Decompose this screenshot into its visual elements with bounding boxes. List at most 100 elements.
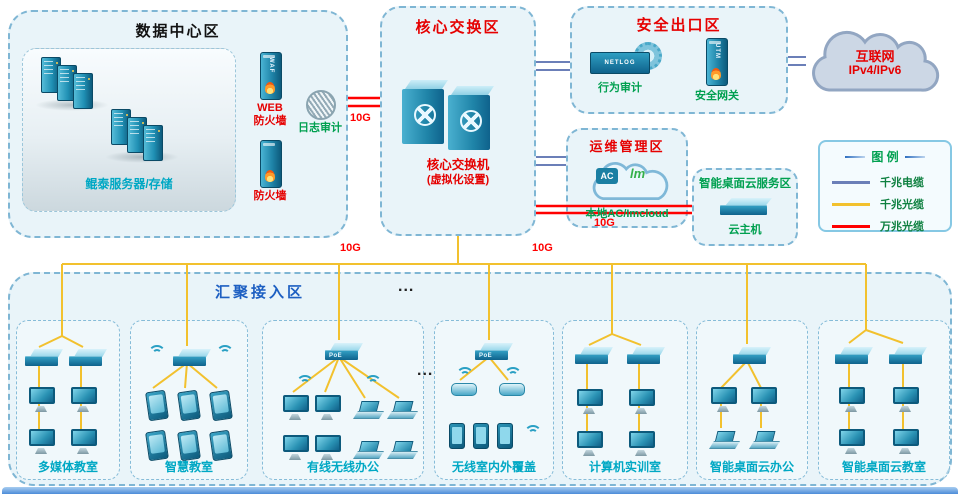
zone-datacenter: 数据中心区 鲲泰服务器/存储 WAF WEB 防火墙 日志审计 防火墙 (8, 10, 348, 238)
monitor-icon (283, 395, 309, 420)
access-point-icon (499, 383, 525, 396)
netlog-text: NETLOG (604, 60, 636, 66)
poe-switch-icon: PoE (325, 343, 363, 360)
zone-security-exit: 安全出口区 NETLOG 行为审计 UTM 安全网关 (570, 6, 788, 114)
access-switch-icon (173, 349, 211, 366)
monitor-icon (577, 389, 603, 414)
monitor-icon (71, 387, 97, 412)
ac-text: AC (600, 171, 614, 181)
core-switch-label-2: (虚拟化设置) (426, 174, 490, 186)
imc-logo-icon: lm (630, 166, 645, 181)
tablet-icon (209, 389, 233, 422)
internet-label-2: IPv4/IPv6 (848, 63, 902, 77)
legend-item-copper: 千兆电缆 (832, 174, 924, 190)
monitor-icon (629, 431, 655, 456)
web-firewall-icon: WAF (260, 52, 282, 100)
monitor-icon (711, 387, 737, 412)
room-label: 多媒体教室 (37, 459, 98, 474)
room-label: 有线无线办公 (306, 459, 379, 474)
room-label: 智慧教室 (164, 459, 213, 474)
wifi-icon (363, 375, 382, 391)
link-speed-tag: 10G (340, 242, 361, 254)
room-computer-training: 计算机实训室 (562, 320, 688, 480)
phone-icon (497, 423, 513, 449)
zone-desktop-title: 智能桌面云服务区 (699, 178, 791, 190)
laptop-icon (709, 431, 739, 449)
phone-icon (473, 423, 489, 449)
poe-switch-icon: PoE (475, 343, 513, 360)
imc-text: lm (630, 166, 646, 181)
legend-item-label: 万兆光缆 (880, 221, 924, 233)
room-desktop-cloud-classroom: 智能桌面云教室 (818, 320, 950, 480)
monitor-icon (751, 387, 777, 412)
room-desktop-cloud-office: 智能桌面云办公 (696, 320, 808, 480)
zone-core-switch: 核心交换区 核心交换机 (虚拟化设置) (380, 6, 536, 236)
web-firewall-label-2: 防火墙 (253, 115, 287, 127)
zone-aggregation-title: 汇聚接入区 (214, 284, 305, 301)
legend-line-sample (832, 224, 870, 228)
monitor-icon (29, 387, 55, 412)
ops-device-label: 本地AC/Imcloud (585, 208, 669, 220)
legend-item-label: 千兆光缆 (880, 199, 924, 211)
room-label: 智能桌面云办公 (709, 459, 794, 474)
link-speed-tag: 10G (594, 217, 615, 229)
legend-line-sample (832, 180, 870, 184)
server-area: 鲲泰服务器/存储 (22, 48, 236, 212)
flame-icon (711, 68, 721, 80)
link-speed-tag: 10G (350, 112, 371, 124)
access-switch-icon (835, 347, 873, 364)
laptop-icon (353, 441, 383, 459)
server-cluster-label: 鲲泰服务器/存储 (85, 177, 173, 191)
laptop-icon (749, 431, 779, 449)
utm-gateway-icon: UTM (706, 38, 728, 86)
zone-ops-title: 运维管理区 (589, 139, 665, 154)
monitor-icon (283, 435, 309, 460)
legend-line-sample (832, 202, 870, 206)
legend-item-fiber-10g: 万兆光缆 (832, 218, 924, 234)
room-wired-wireless-office: PoE 有线无线办公 (262, 320, 424, 480)
tablet-icon (145, 429, 169, 462)
cloud-host-label: 云主机 (728, 224, 762, 236)
tablet-icon (177, 389, 201, 422)
wifi-icon (147, 345, 166, 361)
monitor-icon (893, 429, 919, 454)
tablet-icon (145, 389, 169, 422)
monitor-icon (629, 389, 655, 414)
wifi-icon (295, 375, 314, 391)
access-switch-icon (627, 347, 665, 364)
wifi-icon (523, 425, 542, 441)
tablet-icon (209, 429, 233, 462)
utm-text: UTM (714, 43, 720, 59)
monitor-icon (315, 395, 341, 420)
wifi-icon (215, 345, 234, 361)
zone-desktop-cloud-service: 智能桌面云服务区 云主机 (692, 168, 798, 246)
log-audit-label: 日志审计 (298, 122, 342, 134)
cloud-host-icon (720, 198, 772, 215)
flame-icon (265, 82, 275, 94)
zone-core-title: 核心交换区 (415, 19, 501, 36)
legend: 图 例 千兆电缆 千兆光缆 万兆光缆 (818, 140, 952, 234)
legend-item-label: 千兆电缆 (880, 177, 924, 189)
laptop-icon (387, 441, 417, 459)
bottom-edge (2, 487, 958, 494)
internet-cloud: 互联网 IPv4/IPv6 (794, 20, 956, 106)
monitor-icon (839, 429, 865, 454)
poe-text: PoE (479, 353, 493, 359)
ellipsis-mid: ... (417, 362, 434, 379)
access-point-icon (451, 383, 477, 396)
monitor-icon (29, 429, 55, 454)
zone-security-title: 安全出口区 (636, 17, 722, 34)
monitor-icon (893, 387, 919, 412)
room-label: 无线室内外覆盖 (451, 459, 536, 474)
laptop-icon (353, 401, 383, 419)
room-wireless-coverage: PoE 无线室内外覆盖 (434, 320, 554, 480)
monitor-icon (577, 431, 603, 456)
poe-text: PoE (329, 353, 343, 359)
firewall-label: 防火墙 (253, 190, 287, 202)
legend-item-fiber-1g: 千兆光缆 (832, 196, 924, 212)
legend-title: 图 例 (820, 148, 950, 165)
access-switch-icon (733, 347, 771, 364)
core-switch-label-1: 核心交换机 (426, 158, 490, 172)
link-speed-tag: 10G (532, 242, 553, 254)
